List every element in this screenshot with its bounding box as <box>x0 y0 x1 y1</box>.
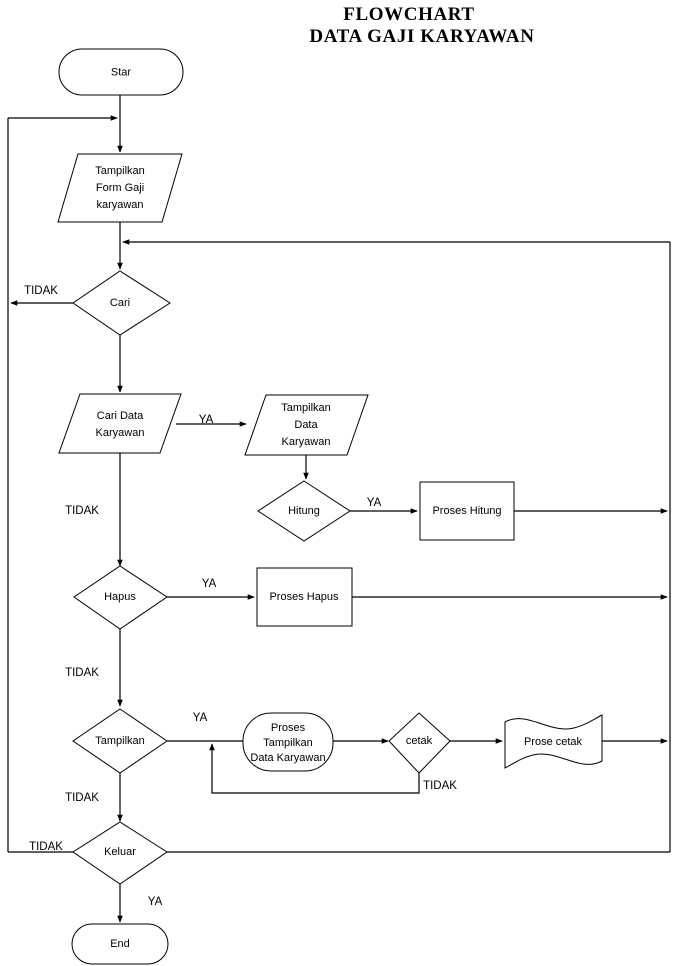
node-cari-label: Cari <box>110 297 130 309</box>
node-proses-tampilkan-label-2: Tampilkan <box>263 737 313 749</box>
node-tampilkan-data <box>244 394 369 456</box>
edge-label-cari-tidak: TIDAK <box>24 285 58 297</box>
node-proses-tampilkan <box>242 712 334 772</box>
node-tampilkan-data-label-3: Karyawan <box>282 436 331 448</box>
node-end-label: End <box>110 938 130 950</box>
node-tampilkan-label: Tampilkan <box>95 735 145 747</box>
edge-label-cetak-tidak: TIDAK <box>423 780 457 792</box>
node-start-label: Star <box>111 66 132 78</box>
node-hapus-label: Hapus <box>104 591 136 603</box>
node-form-gaji-label-1: Tampilkan <box>95 165 145 177</box>
node-hapus <box>73 565 168 630</box>
edge-label-tampilkan-tidak: TIDAK <box>65 792 99 804</box>
edge-label-cari-data-tidak: TIDAK <box>65 505 99 517</box>
node-cari-data-label-2: Karyawan <box>96 427 145 439</box>
node-form-gaji <box>57 153 183 223</box>
edge-label-tampilkan-ya: YA <box>193 712 208 724</box>
node-proses-hitung <box>419 481 515 541</box>
edge-cetak-tidak-loop <box>209 743 420 794</box>
node-keluar-label: Keluar <box>104 846 136 858</box>
edge-label-hapus-tidak: TIDAK <box>65 667 99 679</box>
node-proses-hitung-label: Proses Hitung <box>432 505 501 517</box>
edge-label-hapus-ya: YA <box>202 578 217 590</box>
node-tampilkan-data-label-1: Tampilkan <box>281 402 331 414</box>
node-proses-hapus <box>256 567 353 627</box>
node-cari-data-label-1: Cari Data <box>97 410 144 422</box>
node-form-gaji-label-3: karyawan <box>96 199 143 211</box>
node-cari-data <box>58 393 182 454</box>
node-cetak-label: cetak <box>406 735 433 747</box>
edge-label-keluar-tidak: TIDAK <box>29 841 63 853</box>
node-hitung <box>257 480 351 542</box>
node-cetak <box>388 712 451 774</box>
node-tampilkan-data-label-2: Data <box>294 419 318 431</box>
edge-label-hitung-ya: YA <box>367 497 382 509</box>
node-hitung-label: Hitung <box>288 505 320 517</box>
node-proses-tampilkan-label-3: Data Karyawan <box>250 752 325 764</box>
node-prose-cetak-label: Prose cetak <box>524 736 583 748</box>
node-proses-hapus-label: Proses Hapus <box>269 591 339 603</box>
node-tampilkan <box>72 708 168 774</box>
node-form-gaji-label-2: Form Gaji <box>96 182 144 194</box>
node-keluar <box>72 821 168 885</box>
node-cari <box>72 270 171 336</box>
node-proses-tampilkan-label-1: Proses <box>271 722 306 734</box>
node-prose-cetak <box>504 714 603 769</box>
page-title-line-1: FLOWCHART <box>343 4 474 25</box>
node-end <box>71 923 169 965</box>
page-title-line-2: DATA GAJI KARYAWAN <box>309 26 534 47</box>
edge-label-cari-data-ya: YA <box>199 414 214 426</box>
node-start <box>58 48 184 96</box>
edge-label-keluar-ya: YA <box>148 896 163 908</box>
